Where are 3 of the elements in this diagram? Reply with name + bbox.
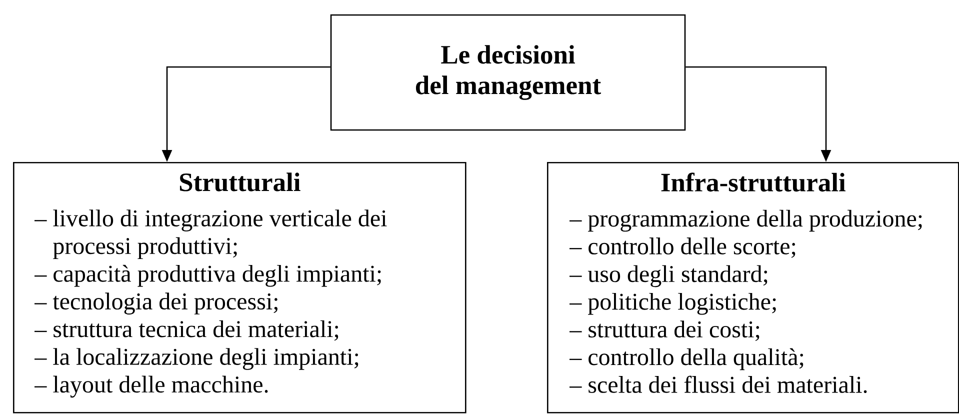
category-box: Strutturali – livello di integrazione verticale dei processi produttivi; – capacità produttiva degli impianti; – tecnologia dei processi; – struttura tecnica dei materiali; – la localizzazione degli impianti; – layout delle macchine. — [13, 162, 466, 414]
category-box: Infra-strutturali – programmazione della produzione; – controllo delle scorte; – uso degli standard; – politiche logistiche; – struttura dei costi; – controllo della qualità; – scelta dei flussi dei materiali. — [547, 162, 959, 414]
decision-box: Le decisioni del management — [330, 14, 686, 131]
